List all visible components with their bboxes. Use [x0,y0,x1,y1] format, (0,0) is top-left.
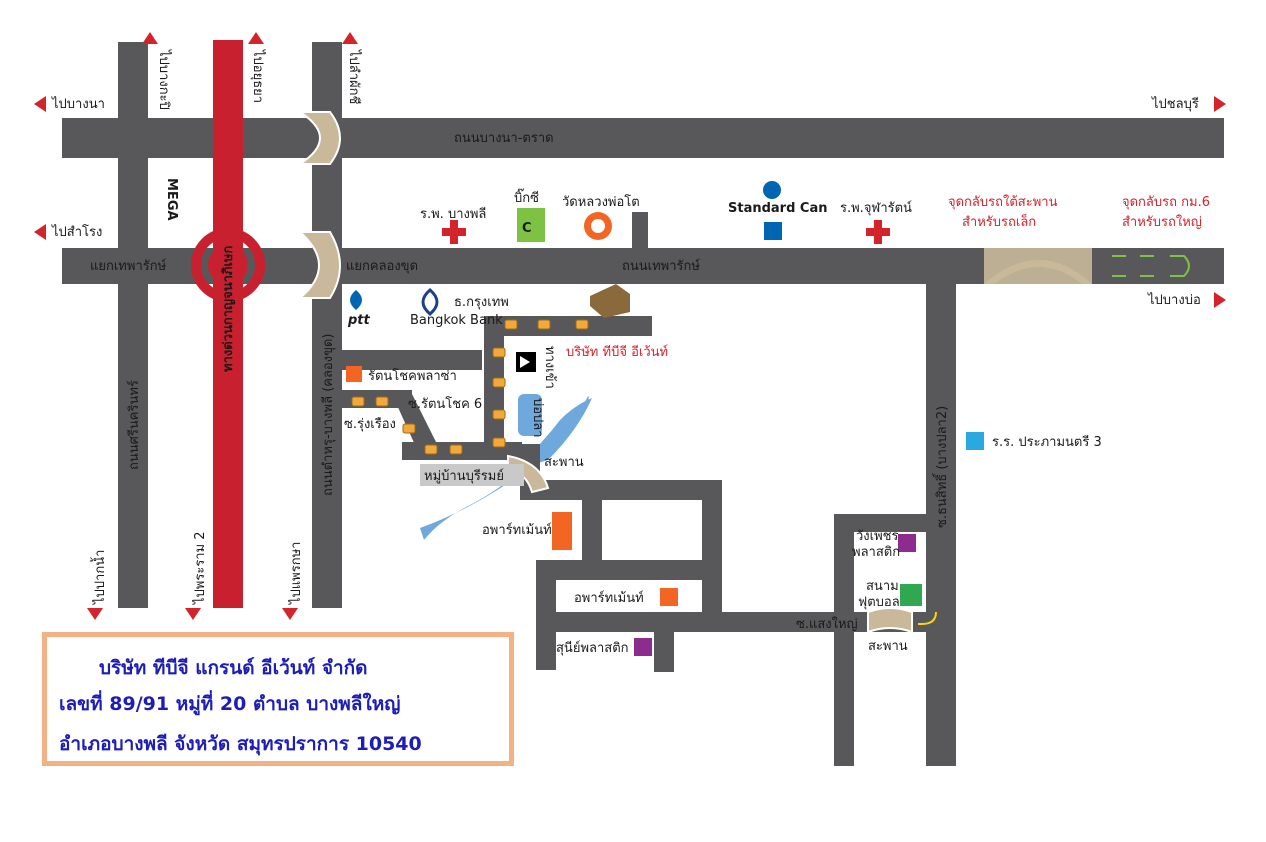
label-to-chonburi: ไปชลบุรี [1151,96,1199,112]
label-gate: ทางเข้า [542,346,557,389]
label-to-ayutthaya: ไปอยุธยา [250,49,266,103]
label-wat-luang-pho-to: วัดหลวงพ่อโต [562,194,640,210]
label-football-1: สนาม [866,579,899,594]
direction-arrows [34,32,1226,620]
label-football-2: ฟุตบอล [858,595,900,610]
standard-can-logo-icon [763,181,781,199]
address-line-3: อำเภอบางพลี จังหวัด สมุทรปราการ 10540 [59,733,422,755]
uturn-arrows [1112,255,1190,277]
apartment-icon [552,512,572,550]
overpass-klongkhud [297,231,341,299]
big-c-icon [517,208,545,242]
label-soi-ratchot: ซ.รัตนโชค 6 [408,396,482,412]
label-kanchanaphisek: ทางด่วนกาญจนาภิเษก [221,246,236,372]
label-company: บริษัท ทีบีจี อีเว้นท์ [566,344,668,360]
label-bridge-2: สะพาน [868,639,908,654]
local-roads [342,212,938,766]
label-bangphli-hospital: ร.พ. บางพลี [420,206,486,222]
label-to-phrasamut: ไปแพรกษา [288,542,304,605]
label-to-rama2: ไปพระราม 2 [192,531,208,605]
address-line-1: บริษัท ทีบีจี แกรนด์ อีเว้นท์ จำกัด [99,657,368,679]
overpass-bangna [296,111,341,165]
label-to-samrong: ไปสำโรง [51,224,102,240]
label-soi-nonsi: ซ.ธนสิทธิ์ (บางปลา2) [932,406,950,528]
label-uturn-small-1: จุดกลับรถใต้สะพาน [948,194,1058,210]
suni-icon [634,638,652,656]
label-ptt: ptt [347,313,371,328]
label-to-bangbo: ไปบางบ่อ [1147,292,1201,308]
label-wangphet-2: พลาสติก [852,545,900,560]
pond-icon [518,394,542,436]
company-building-icon [590,284,630,318]
label-bangkok-bank-logo: Bangkok Bank [410,313,503,328]
apartment-icon-2 [660,588,678,606]
football-field-icon [900,584,922,606]
school-icon [966,432,984,450]
label-to-bangkapi: ไปบางกะปิ [156,49,172,110]
label-to-lamphu: ไปลำผักชี [346,49,362,105]
label-uturn-big-1: จุดกลับรถ กม.6 [1122,195,1210,210]
label-school: ร.ร. ประภามนตรี 3 [992,434,1102,450]
label-pond: บ่อปลา [530,398,545,438]
label-bridge-1: สะพาน [544,455,584,470]
label-soi-rungrueang: ซ.รุ่งเรือง [344,416,396,432]
hospital-cross-icon [442,220,466,244]
svg-text:MEGA: MEGA [164,178,179,221]
label-soi-saengyai: ซ.แสงใหญ่ [796,616,858,632]
uturn-yellow-arrow-icon [918,611,937,625]
bangkok-bank-logo-icon [421,288,439,316]
label-to-bangna: ไปบางนา [51,96,105,112]
label-bangna-trat: ถนนบางนา-ตราด [454,131,554,146]
label-suni: สุนีย์พลาสติก [556,640,629,656]
label-king-kaew: ถนนตำหรุ-บางพลี (คลองขุด) [320,334,336,497]
bangna-trat-road [62,118,1224,158]
label-standard-can: Standard Can [728,201,828,216]
address-box: บริษัท ทีบีจี แกรนด์ อีเว้นท์ จำกัด เลขท… [42,632,514,766]
label-to-paknam: ไปปากน้ำ [90,550,108,605]
theparak-roundabout [191,228,265,302]
ptt-logo-icon [350,290,362,310]
label-bangkok-bank: ธ.กรุงเทพ [454,295,509,310]
route-markers [351,319,589,455]
kanchanaphisek-expressway [213,40,243,608]
svg-text:C: C [522,221,532,236]
label-theparak-road: ถนนเทพารักษ์ [622,258,700,274]
label-uturn-big-2: สำหรับรถใหญ่ [1122,214,1202,230]
label-apartment-1: อพาร์ทเม้นท์ [482,522,552,538]
bridge-saengyai [867,607,913,634]
label-wangphet-1: วังเพชร [856,529,898,544]
label-klongkhud-junction: แยกคลองขุด [346,259,418,274]
label-big-c: บิ๊กซี [514,188,539,206]
standard-can-icon [764,222,782,240]
label-chularat: ร.พ.จุฬารัตน์ [840,200,912,216]
label-uturn-small-2: สำหรับรถเล็ก [962,212,1036,230]
soi-nonsi-road [926,280,956,766]
mega-logo: MEGA [164,178,179,221]
hospital-cross-icon [866,220,890,244]
label-village: หมู่บ้านบุรีรมย์ [424,468,504,484]
label-theparak-junction: แยกเทพารักษ์ [90,258,167,274]
wangphet-icon [898,534,916,552]
label-apartment-2: อพาร์ทเม้นท์ [574,590,644,606]
river [420,396,589,540]
srinakarin-road [118,42,148,608]
label-srinakarin: ถนนศรีนครินทร์ [126,380,142,470]
address-line-2: เลขที่ 89/91 หมู่ที่ 20 ตำบล บางพลีใหญ่ [59,693,401,715]
label-ratchot-plaza: รัตนโชคพลาซ่า [368,368,457,384]
